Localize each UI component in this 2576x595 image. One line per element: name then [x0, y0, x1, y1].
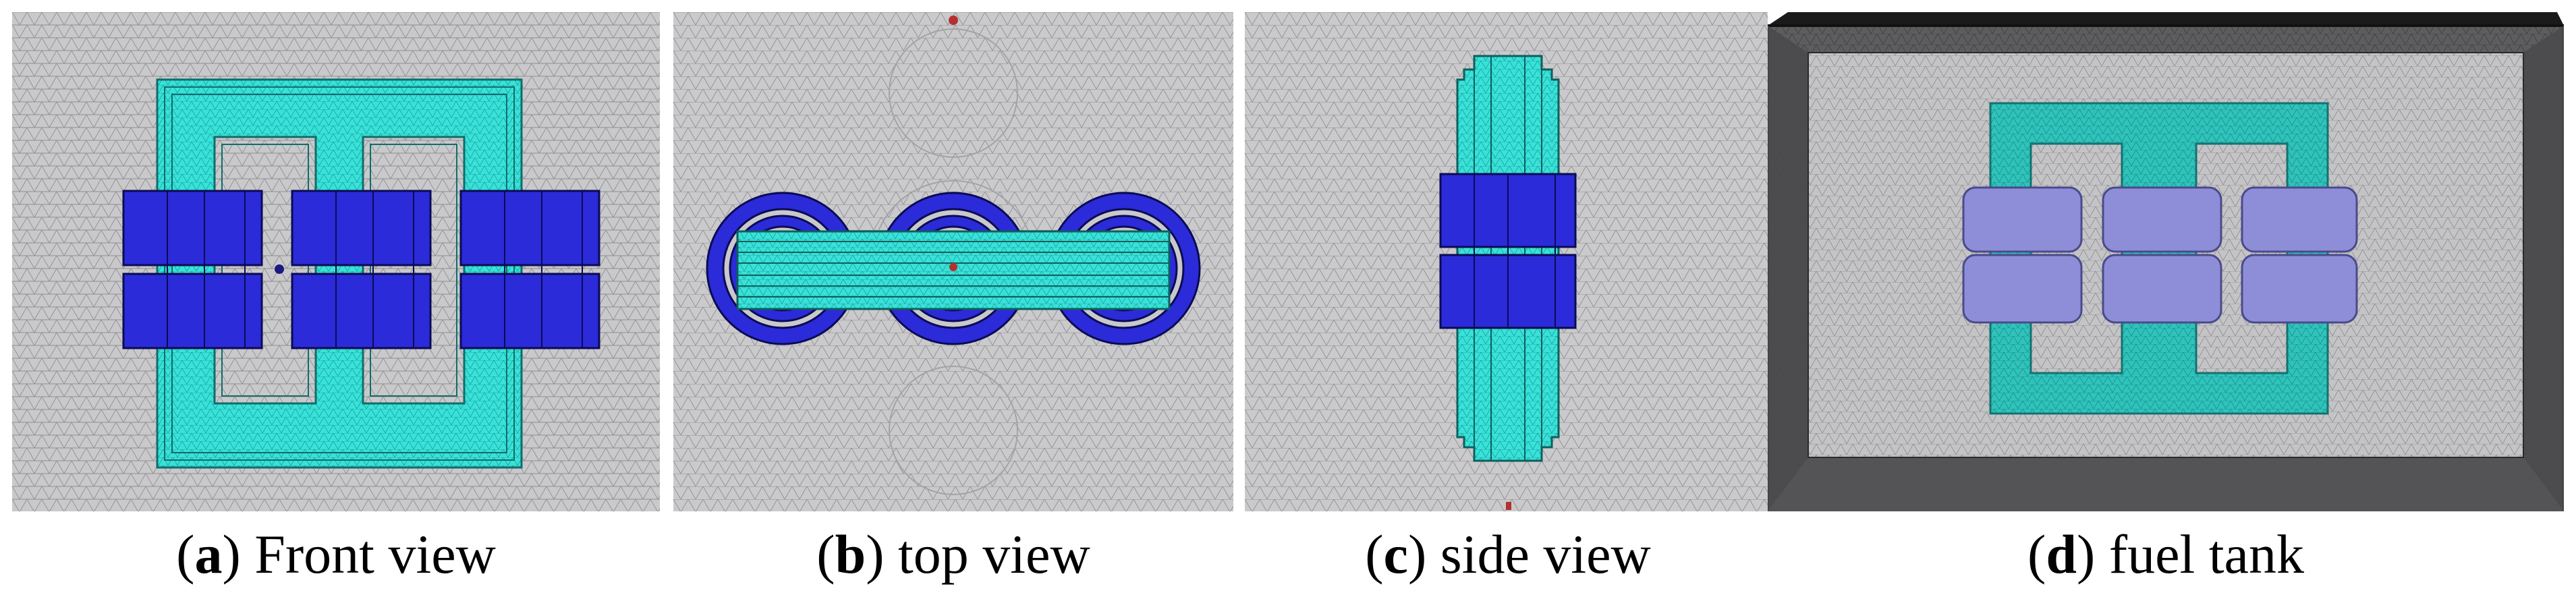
winding-left [122, 190, 263, 349]
top-view-illustration [673, 12, 1233, 511]
side-view-illustration [1245, 12, 1771, 511]
tank-walls [1768, 12, 2564, 511]
caption-letter: a [194, 523, 223, 585]
caption-letter: b [835, 523, 866, 585]
panel-front-view [12, 12, 660, 511]
winding-side [1439, 173, 1577, 329]
caption-letter: d [2046, 523, 2077, 585]
front-view-illustration [12, 12, 660, 511]
caption-top-view: (b) top view [816, 523, 1090, 585]
caption-side-view: (c) side view [1365, 523, 1651, 585]
caption-front-view: (a) Front view [176, 523, 496, 585]
probe-point-center [949, 263, 957, 271]
caption-title: side view [1440, 523, 1651, 585]
panel-fuel-tank [1768, 12, 2564, 511]
winding-right [459, 190, 600, 349]
tank-windings [1962, 186, 2358, 324]
probe-point-top [949, 16, 958, 25]
caption-letter: c [1383, 523, 1408, 585]
caption-title: Front view [254, 523, 496, 585]
winding-middle [291, 190, 432, 349]
fuel-tank-illustration [1768, 12, 2564, 511]
caption-title: top view [898, 523, 1090, 585]
windings [122, 190, 600, 349]
caption-fuel-tank: (d) fuel tank [2027, 523, 2304, 585]
caption-title: fuel tank [2108, 523, 2304, 585]
probe-point-bottom [1506, 502, 1511, 510]
panel-side-view [1245, 12, 1771, 511]
panel-top-view [673, 12, 1233, 511]
probe-point [275, 264, 284, 274]
